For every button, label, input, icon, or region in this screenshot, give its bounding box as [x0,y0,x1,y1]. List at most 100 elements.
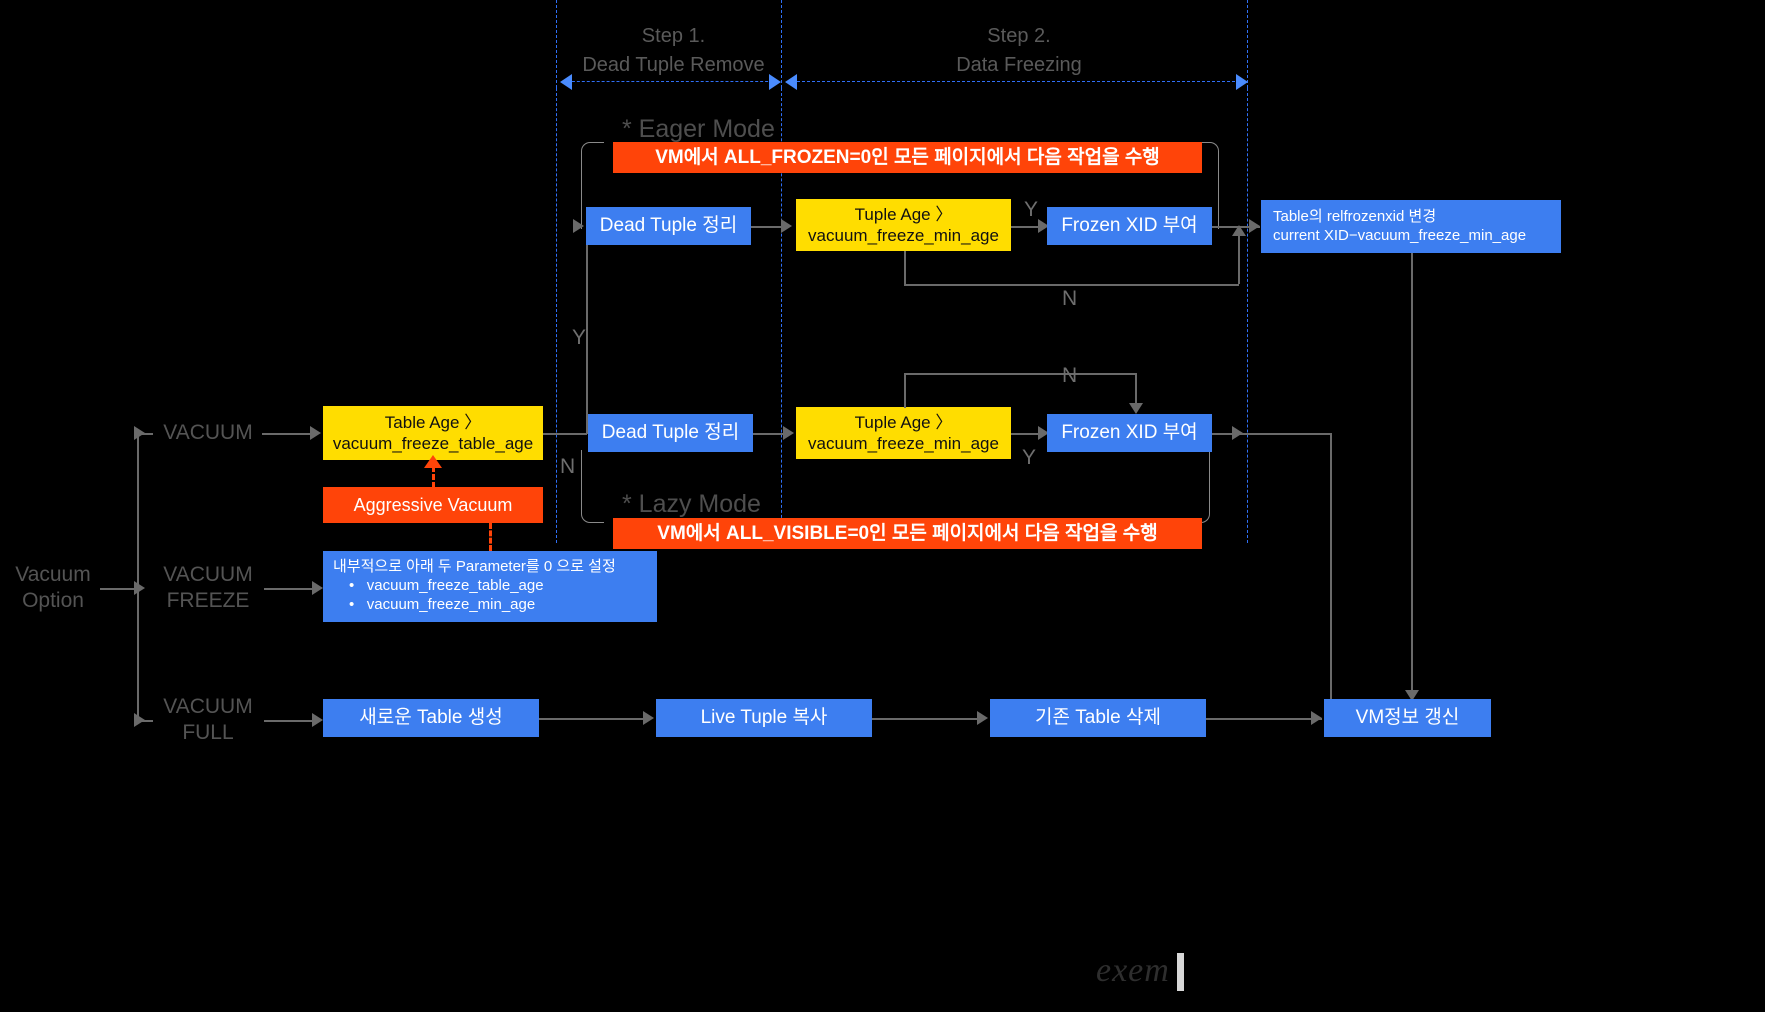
branch-freeze-arrow [134,581,145,595]
table-age-line2: vacuum_freeze_table_age [332,434,534,453]
branch-label-lazy-tuple-yes: Y [1022,446,1037,469]
exem-watermark-bar [1177,953,1184,991]
eager-tuple-age-node[interactable]: Tuple Age 〉 vacuum_freeze_min_age [796,199,1011,251]
eager-loop-bracket-right [1196,142,1219,229]
option-vacuum-text: VACUUM [163,420,253,444]
lazy-no-arrow [1129,403,1143,414]
tableage-yes-vertical [586,226,588,434]
step-2-span [787,81,1245,82]
full-to-newtable-arrow [312,713,323,727]
eager-dead-to-tupleage-arrow [781,219,792,233]
lazy-tuple-age-node[interactable]: Tuple Age 〉 vacuum_freeze_min_age [796,407,1011,459]
eager-no-vertical-up [1238,234,1240,284]
branch-label-lazy-tuple-no: N [1062,364,1078,387]
lazy-frozen-xid-node[interactable]: Frozen XID 부여 [1047,414,1212,452]
tableage-out-h [543,433,587,435]
branch-vacuum-arrow [134,426,145,440]
param-note-item-0: • vacuum_freeze_table_age [349,577,544,595]
relfrozenxid-down-vertical [1411,253,1413,692]
freeze-to-note-line [264,588,314,590]
vacuum-to-tableage-arrow [310,426,321,440]
branch-vacuum-h [137,433,153,435]
step-separator-left-lower [556,88,557,543]
lazy-frozen-down-vertical [1330,433,1332,720]
step-separator-middle-lower [781,88,782,543]
newtable-to-copy-line [539,718,645,720]
step-2-line1: Step 2. [987,25,1051,47]
step-1-title: Step 1. Dead Tuple Remove [566,22,781,80]
lazy-tupleage-yes-arrow [1038,426,1049,440]
step-separator-right-lower [1247,88,1248,543]
lazy-frozen-out-line [1212,433,1332,435]
eager-no-arrow [1232,225,1246,236]
option-freeze-line1: VACUUM [163,562,253,586]
tableage-yes-arrow [573,219,584,233]
lazy-mode-banner: VM에서 ALL_VISIBLE=0인 모든 페이지에서 다음 작업을 수행 [613,518,1202,549]
step-1-line1: Step 1. [641,25,706,47]
eager-frozen-to-relfrozen-line [1212,226,1260,228]
eager-tupleage-yes-arrow [1038,219,1049,233]
lazy-dead-tuple-node[interactable]: Dead Tuple 정리 [588,414,753,452]
root-label-line2: Option [22,589,84,612]
drop-to-vm-arrow [1311,711,1322,725]
newtable-to-copy-arrow [643,711,654,725]
lazy-tupleage-yes-line [1011,433,1043,435]
step-2-title: Step 2. Data Freezing [791,22,1247,80]
root-label-line1: Vacuum [15,562,91,586]
option-vacuum-label[interactable]: VACUUM [160,419,256,447]
copy-to-drop-arrow [977,711,988,725]
lazy-tuple-age-line2: vacuum_freeze_min_age [808,434,999,453]
relfrozenxid-line2: current XID−vacuum_freeze_min_age [1273,226,1527,244]
option-full-line1: VACUUM [163,694,253,718]
table-age-line1: Table Age 〉 [384,412,482,432]
full-to-newtable-line [264,720,314,722]
branch-label-eager-tuple-yes: Y [1024,198,1039,221]
param-note-title: 내부적으로 아래 두 Parameter를 0 으로 설정 [333,558,616,576]
option-full-line2: FULL [182,721,234,744]
vacuum-to-tableage-line [262,433,312,435]
lazy-no-vertical-up [904,373,906,408]
aggressive-to-tableage-dash [432,466,435,488]
lazy-loop-bracket-right [1187,450,1210,523]
step-1-span-arrow-right [769,74,781,90]
eager-loop-bracket [581,142,604,229]
param-note-item-1: • vacuum_freeze_min_age [349,595,536,613]
branch-label-table-age-no: N [560,455,576,478]
step-1-span-arrow-left [560,74,572,90]
relfrozenxid-node[interactable]: Table의 relfrozenxid 변경 current XID−vacuu… [1261,200,1561,253]
root-trunk-vertical [137,433,139,720]
root-connector-h [100,588,138,590]
eager-tuple-age-line2: vacuum_freeze_min_age [808,226,999,245]
branch-label-eager-tuple-no: N [1062,287,1078,310]
step-2-line2: Data Freezing [956,54,1082,76]
copy-live-tuple-node[interactable]: Live Tuple 복사 [656,699,872,737]
table-age-decision-node[interactable]: Table Age 〉 vacuum_freeze_table_age [323,406,543,460]
option-vacuum-freeze-label[interactable]: VACUUM FREEZE [158,558,258,618]
lazy-no-vertical-down [1135,373,1137,405]
vm-update-node[interactable]: VM정보 갱신 [1324,699,1491,737]
lazy-tuple-age-line1: Tuple Age 〉 [854,412,953,432]
drop-old-table-node[interactable]: 기존 Table 삭제 [990,699,1206,737]
note-to-aggressive-dash [489,523,492,551]
eager-no-horizontal [904,284,1239,286]
lazy-loop-bracket [581,450,604,523]
freeze-to-note-arrow [312,581,323,595]
eager-frozen-xid-node[interactable]: Frozen XID 부여 [1047,207,1212,245]
new-table-node[interactable]: 새로운 Table 생성 [323,699,539,737]
step-separator-right [1247,0,1248,88]
param-note-item-0-text: vacuum_freeze_table_age [366,577,544,595]
lazy-dead-to-tupleage-arrow [783,426,794,440]
vacuum-option-root-label: Vacuum Option [8,558,98,618]
step-separator-left [556,0,557,88]
eager-mode-banner: VM에서 ALL_FROZEN=0인 모든 페이지에서 다음 작업을 수행 [613,142,1202,173]
eager-tupleage-yes-line [1011,226,1043,228]
option-vacuum-full-label[interactable]: VACUUM FULL [158,690,258,750]
relfrozenxid-line1: Table의 relfrozenxid 변경 [1273,207,1437,225]
aggressive-vacuum-node[interactable]: Aggressive Vacuum [323,487,543,523]
eager-dead-tuple-node[interactable]: Dead Tuple 정리 [586,207,751,245]
aggressive-to-tableage-arrow [424,455,442,468]
eager-mode-title: * Eager Mode [622,115,775,143]
relfrozenxid-down-arrow [1405,690,1419,701]
branch-full-h [137,720,153,722]
